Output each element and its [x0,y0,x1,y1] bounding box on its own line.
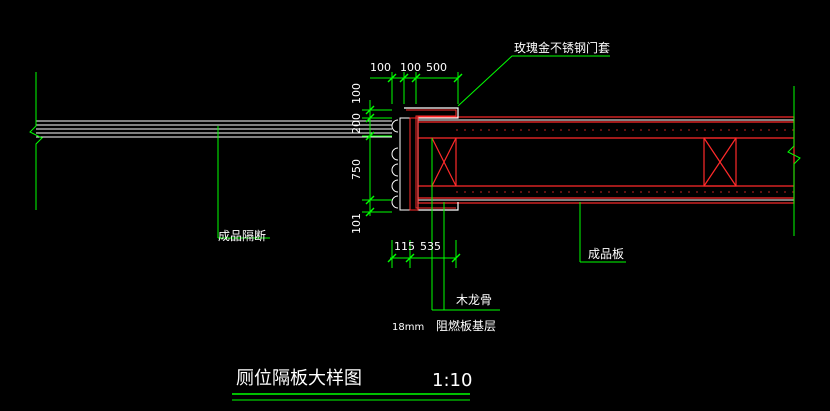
dimension-ticks [365,73,463,263]
hinge-loops [391,119,399,209]
drawing-title: 厕位隔板大样图 [236,368,362,389]
right-break-symbol [787,86,801,236]
dim-left-1: 100 [350,83,363,104]
label-rose-gold-sleeve: 玫瑰金不锈钢门套 [514,40,610,55]
label-wood-keel: 木龙骨 [456,293,492,307]
dim-top-1: 100 [370,61,391,74]
drawing-scale: 1:10 [432,370,472,391]
label-finished-board: 成品板 [588,247,624,261]
left-partition [36,120,392,138]
annotation-labels: 玫瑰金不锈钢门套 成品隔断 成品板 木龙骨 18mm 阻燃板基层 [218,40,624,333]
door-sleeve [399,107,459,211]
dim-left-3: 750 [350,159,363,180]
left-break-symbol [29,72,43,210]
label-fire-board-base: 阻燃板基层 [436,318,496,333]
dim-left-4: 101 [350,213,363,234]
panel-hatch [456,129,794,193]
label-thickness: 18mm [392,322,424,333]
dimension-labels: 100 100 500 100 200 750 101 115 535 [350,61,447,253]
dim-top-3: 500 [426,61,447,74]
dimension-lines [217,55,626,311]
title-block: 厕位隔板大样图 1:10 [232,368,472,401]
dim-bottom-2: 535 [420,240,441,253]
dim-top-2: 100 [400,61,421,74]
dim-bottom-1: 115 [394,240,415,253]
panel-edge-lines [418,119,794,201]
dim-left-2: 200 [350,113,363,134]
label-finished-partition: 成品隔断 [218,228,266,243]
